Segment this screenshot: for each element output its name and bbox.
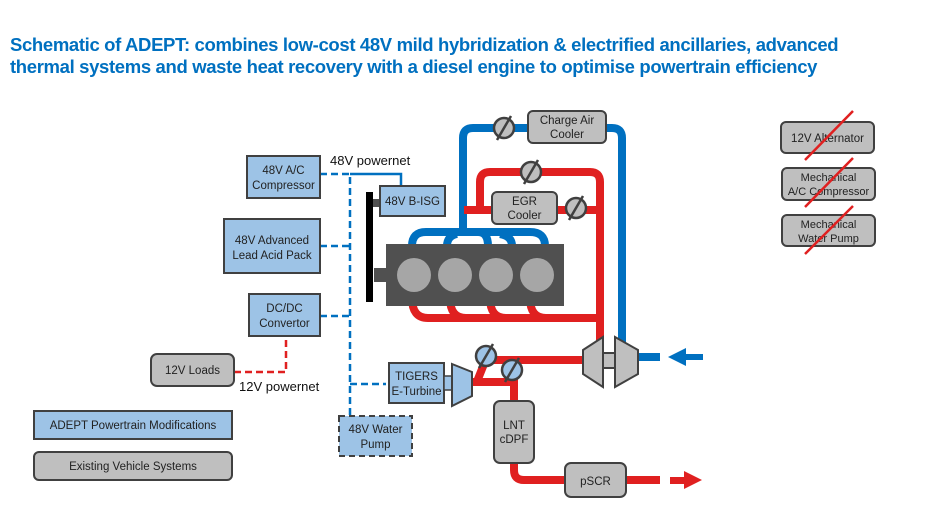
svg-text:DC/DC: DC/DC: [266, 303, 302, 315]
svg-text:Pump: Pump: [360, 439, 390, 451]
removed-mechanical-water-pump: Mechanical Water Pump: [781, 205, 876, 255]
lead-acid-pack-48v: 48V Advanced Lead Acid Pack: [223, 218, 321, 274]
svg-text:Charge Air: Charge Air: [540, 115, 595, 127]
ac-compressor-48v: 48V A/C Compressor: [246, 155, 321, 199]
svg-text:Mechanical: Mechanical: [801, 219, 857, 231]
valve-egr-cooler: [564, 195, 588, 221]
tigers-shaft: [443, 375, 453, 391]
strike-through: [804, 205, 854, 255]
svg-text:Existing Vehicle Systems: Existing Vehicle Systems: [69, 461, 197, 473]
svg-text:EGR: EGR: [512, 196, 537, 208]
lnt-cdpf: LNT cDPF: [493, 400, 535, 464]
strike-through: [804, 110, 854, 161]
charge-air-cooler: Charge Air Cooler: [527, 110, 607, 144]
compressor-wheel: [614, 335, 639, 389]
accessory-belt: [366, 192, 373, 302]
svg-text:48V A/C: 48V A/C: [262, 165, 304, 177]
turbine-wheel: [582, 335, 604, 389]
svg-text:Water Pump: Water Pump: [798, 233, 859, 245]
legend-existing: Existing Vehicle Systems: [33, 451, 233, 481]
exhaust-outlet-arrow: [670, 471, 702, 489]
strike-through: [804, 157, 854, 208]
cylinder-4: [520, 258, 554, 292]
diagram-title: Schematic of ADEPT: combines low-cost 48…: [10, 34, 925, 78]
valve-egr-bypass: [519, 159, 543, 185]
svg-text:Mechanical: Mechanical: [801, 172, 857, 184]
svg-text:Convertor: Convertor: [259, 318, 310, 330]
bisg-48v: 48V B-ISG: [379, 185, 446, 217]
svg-text:48V B-ISG: 48V B-ISG: [385, 196, 440, 208]
title-line-2: thermal systems and waste heat recovery …: [10, 56, 818, 77]
intake-runner: [477, 228, 492, 247]
crank-pulley-stub: [374, 268, 386, 282]
powernet-48v: [320, 172, 403, 426]
legend-adept: ADEPT Powertrain Modifications: [33, 410, 233, 440]
egr-cooler: EGR Cooler: [491, 191, 558, 225]
valve-charge-air: [492, 115, 516, 141]
legend: ADEPT Powertrain Modifications Existing …: [33, 410, 233, 481]
svg-text:Cooler: Cooler: [508, 210, 542, 222]
svg-text:pSCR: pSCR: [580, 476, 611, 488]
removed-alternator-12v: 12V Alternator: [780, 110, 875, 161]
svg-text:Compressor: Compressor: [252, 180, 315, 192]
diesel-engine: [374, 244, 564, 306]
dcdc-convertor: DC/DC Convertor: [248, 293, 321, 337]
svg-text:Lead Acid Pack: Lead Acid Pack: [232, 250, 312, 262]
loads-12v: 12V Loads: [150, 353, 235, 387]
svg-text:ADEPT Powertrain Modifications: ADEPT Powertrain Modifications: [50, 420, 217, 432]
tigers-outlet-pipe: [472, 378, 518, 400]
removed-mechanical-ac-compressor: Mechanical A/C Compressor: [781, 157, 876, 208]
powernet-12v-label: 12V powernet: [239, 379, 320, 394]
svg-text:48V Advanced: 48V Advanced: [235, 235, 309, 247]
svg-text:48V Water: 48V Water: [349, 424, 403, 436]
svg-text:E-Turbine: E-Turbine: [391, 386, 441, 398]
tigers-e-turbine: TIGERS E-Turbine: [388, 362, 473, 408]
pscr: pSCR: [564, 462, 627, 498]
svg-text:cDPF: cDPF: [500, 434, 529, 446]
title-line-1: Schematic of ADEPT: combines low-cost 48…: [10, 34, 839, 55]
turbocharger: [582, 335, 639, 389]
powernet-12v: [234, 336, 288, 374]
bisg-pulley-stub: [373, 199, 383, 207]
cylinder-1: [397, 258, 431, 292]
air-inlet-arrow: [668, 348, 703, 366]
svg-text:LNT: LNT: [503, 420, 525, 432]
valve-tigers-inlet: [500, 357, 524, 383]
svg-text:12V Loads: 12V Loads: [165, 365, 220, 377]
tigers-turbine-wheel: [451, 362, 473, 408]
svg-text:A/C Compressor: A/C Compressor: [788, 186, 870, 198]
water-pump-48v: 48V Water Pump: [338, 415, 413, 457]
lnt-to-pscr-pipe: [510, 460, 568, 484]
valve-tigers-bypass: [474, 343, 498, 369]
cylinder-2: [438, 258, 472, 292]
powernet-48v-label: 48V powernet: [330, 153, 411, 168]
turbo-shaft: [602, 352, 616, 369]
svg-text:12V Alternator: 12V Alternator: [791, 133, 864, 145]
cylinder-3: [479, 258, 513, 292]
svg-text:Cooler: Cooler: [550, 129, 584, 141]
svg-text:TIGERS: TIGERS: [395, 371, 438, 383]
